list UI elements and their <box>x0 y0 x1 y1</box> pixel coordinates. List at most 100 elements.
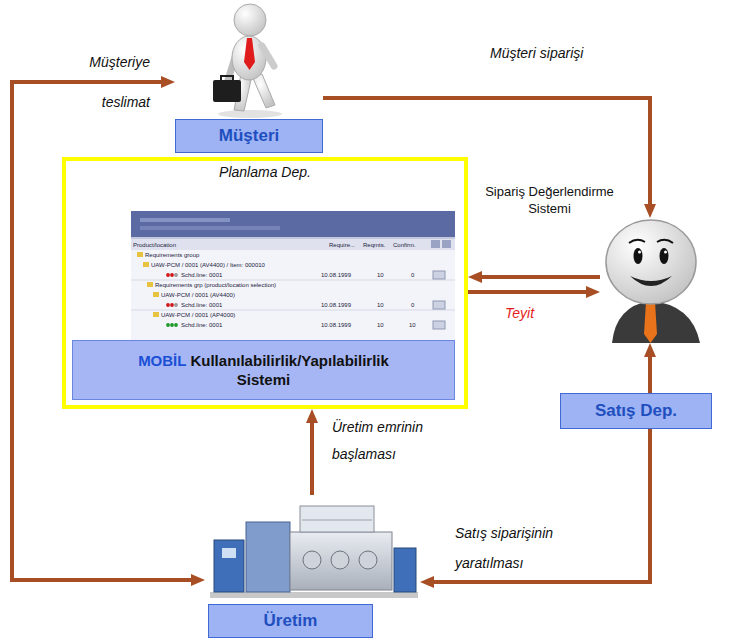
edge-label: Satış siparişinin yaratılması <box>455 518 580 578</box>
row-button <box>433 271 445 279</box>
machine-cabinet <box>214 540 244 592</box>
screen-cell-holder: 10 <box>377 271 384 279</box>
screen-cell-holder: 10.08.1999 <box>321 301 351 309</box>
figure-tie <box>244 38 255 70</box>
folder-icon <box>147 282 153 287</box>
system-title: Kullanılabilirlik/Yapılabilirlik Sistemi <box>190 352 388 388</box>
screen-cell: Require... <box>329 241 355 249</box>
system-box: MOBİLKullanılabilirlik/Yapılabilirlik Si… <box>72 340 455 400</box>
production-node: Üretim <box>205 495 420 638</box>
screen-cell: Confirm. <box>393 241 416 249</box>
row-button <box>433 301 445 309</box>
screen-cell-holder: 10.08.1999 <box>321 321 351 329</box>
person-brow <box>629 240 645 243</box>
person-eye <box>660 248 669 264</box>
screen-cell-holder: Require... <box>329 241 355 249</box>
node-heading: Sipariş Değerlendirme Sistemi <box>472 183 627 217</box>
machine-panel <box>222 548 236 558</box>
screen-cell: 10 <box>377 301 384 309</box>
box-label: Müşteri <box>175 119 323 153</box>
customer-node: Müşteri <box>175 0 323 153</box>
edge-label: Müşteri siparişi <box>490 44 583 62</box>
machine-roller <box>331 551 349 569</box>
edge-label: Teyit <box>505 304 534 322</box>
status-dot <box>170 273 174 277</box>
machine-cabinet <box>394 548 416 592</box>
person-brow <box>657 240 673 243</box>
toolbar-button <box>431 240 440 248</box>
production-machine <box>210 506 418 598</box>
screen-cell: 10 <box>377 271 384 279</box>
figure-arm <box>262 46 274 66</box>
machine-rail <box>302 520 372 521</box>
screen-cell-holder: Confirm. <box>393 241 416 249</box>
person-smile <box>630 276 672 286</box>
sales-person-figure <box>606 220 700 343</box>
row-rule <box>131 280 455 281</box>
screen-table <box>131 250 455 341</box>
flow-arrow <box>480 275 600 279</box>
edge-label-holder: Üretim emrinin başlaması <box>332 414 452 468</box>
screen-cell: Schd.line: 0001 <box>181 271 222 279</box>
status-dot <box>166 273 170 277</box>
folder-icon <box>143 262 149 267</box>
screen-cell: 10.08.1999 <box>321 321 351 329</box>
screen-bar-mark <box>140 218 230 222</box>
screen-ground <box>131 211 455 341</box>
system-name: MOBİL <box>138 352 186 369</box>
folder-icon <box>153 292 159 297</box>
folder-icon <box>153 312 159 317</box>
figure-leg <box>252 74 275 108</box>
screen-cell: Requirements grp (product/location selec… <box>155 281 276 289</box>
briefcase <box>213 80 241 102</box>
screen-cell: UAW-PCM / 0001 (AP4000) <box>161 311 235 319</box>
customer-figure <box>213 4 282 118</box>
edge-label-holder: Müşteriye teslimat <box>60 42 150 122</box>
screen-cell-holder: Schd.line: 0001 <box>181 321 222 329</box>
screen-cell-holder: Reqmts. <box>363 241 385 249</box>
figure-shadow <box>218 110 282 118</box>
eye-highlight <box>638 251 641 254</box>
screen-header-row <box>131 239 455 250</box>
screen-cell-holder: Requirements group <box>145 251 199 259</box>
person-tie <box>644 302 657 343</box>
screen-cell: Reqmts. <box>363 241 385 249</box>
machine-floor <box>210 592 418 598</box>
folder-icon <box>137 252 143 257</box>
screen-cell-holder: Product/location <box>133 241 176 249</box>
row-button <box>433 321 445 329</box>
screen-cell-holder: 0 <box>411 271 414 279</box>
status-dot <box>174 303 178 307</box>
screen-cell: 10.08.1999 <box>321 301 351 309</box>
screen-cell: 10.08.1999 <box>321 271 351 279</box>
screen-cell: 0 <box>411 301 414 309</box>
eye-highlight <box>664 251 667 254</box>
screen-cell-holder: Requirements grp (product/location selec… <box>155 281 276 289</box>
status-dot <box>166 323 170 327</box>
order-evaluation-node: Sipariş Değerlendirme Sistemi <box>600 218 700 343</box>
edge-label: Üretim emrinin başlaması <box>332 414 452 468</box>
sales-dept-box: Satış Dep. <box>560 393 712 429</box>
text-block: MOBİLKullanılabilirlik/Yapılabilirlik Si… <box>119 351 409 389</box>
screen-cell: Schd.line: 0001 <box>181 301 222 309</box>
edge-label-holder: Teyit <box>505 304 534 322</box>
machine-frame <box>300 506 374 532</box>
screen-bar-mark <box>140 226 280 230</box>
screen-cell-holder: Schd.line: 0001 <box>181 271 222 279</box>
person-body <box>612 301 700 343</box>
machine-roller <box>359 551 377 569</box>
machine-unit <box>246 522 290 592</box>
screen-cell: 10 <box>377 321 384 329</box>
screen-cell-holder: Schd.line: 0001 <box>181 301 222 309</box>
screen-cell: UAW-PCM / 0001 (AV4400) / Item: 000010 <box>151 261 265 269</box>
person-head <box>606 220 696 304</box>
planning-screenshot <box>131 211 455 341</box>
person-eye <box>634 248 643 264</box>
row-rule <box>131 310 455 311</box>
status-dot <box>170 303 174 307</box>
screen-cell-holder: 10 <box>377 301 384 309</box>
screen-cell-holder: 10 <box>409 321 416 329</box>
edge-label-holder: Satış siparişinin yaratılması <box>455 518 580 578</box>
machine-roller <box>303 551 321 569</box>
